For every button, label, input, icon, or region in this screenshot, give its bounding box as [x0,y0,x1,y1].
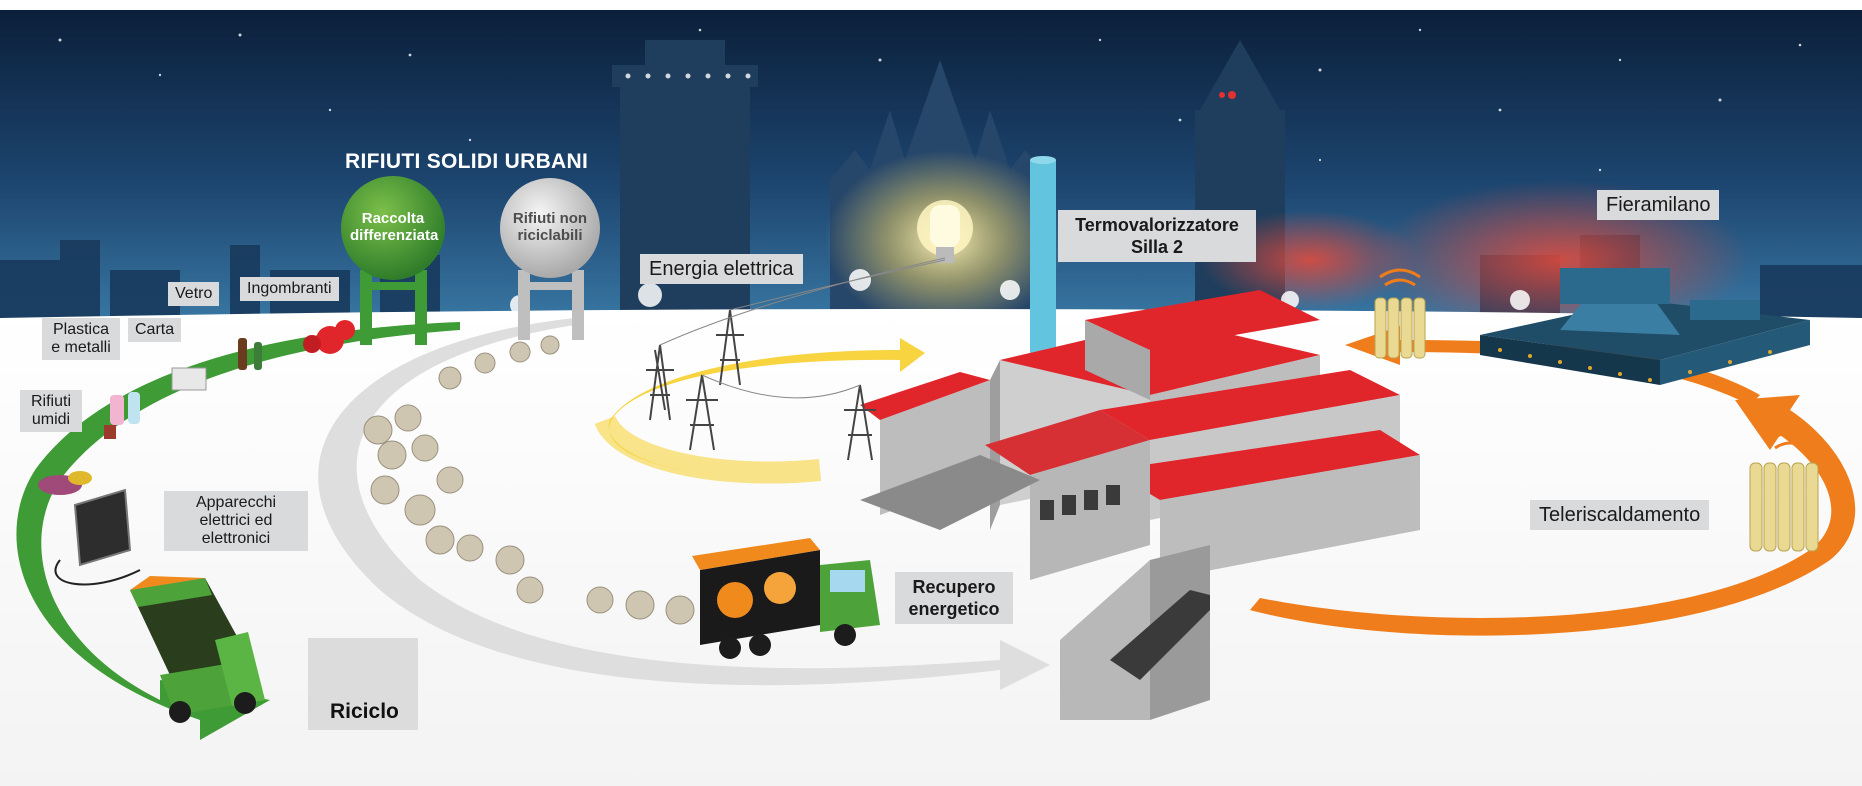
label-carta: Carta [128,318,182,342]
label-apparecchi-elettrici: Apparecchi elettrici ed elettronici [164,491,308,551]
label-teleriscaldamento: Teleriscaldamento [1530,500,1710,530]
radiator-right [1749,462,1819,552]
main-title: RIFIUTI SOLIDI URBANI [345,150,589,173]
castle-tower-silhouette [612,40,758,330]
green-truck [130,576,265,723]
orange-truck [692,538,880,659]
riciclo-box [308,638,418,730]
rifiuti-non-riciclabili-label: Rifiuti non riciclabili [512,210,588,244]
termovalorizzatore-plant [860,290,1420,720]
stars [58,28,1802,172]
plant-chimney [1030,160,1056,355]
label-plastica-metalli: Plastica e metalli [42,318,120,360]
power-pylons [646,257,946,461]
rifiuti-non-riciclabili-tower [500,178,600,340]
orange-flow-arrow [1250,395,1856,636]
monitor-icon [54,488,141,586]
label-fieramilano: Fieramilano [1597,190,1720,220]
recyclable-items [38,320,355,495]
label-riciclo: Riciclo [330,700,399,723]
raccolta-differenziata-label: Raccolta differenziata [350,210,439,244]
label-termovalorizzatore: Termovalorizzatore Silla 2 [1058,210,1256,262]
radiator-top [1374,297,1426,359]
label-energia-elettrica: Energia elettrica [640,254,803,284]
label-recupero-energetico: Recupero energetico [895,572,1013,624]
label-vetro: Vetro [168,282,220,306]
raccolta-differenziata-tower [341,176,445,345]
fieramilano-building [1480,268,1810,385]
yellow-flow-arrow [608,338,925,475]
label-rifiuti-umidi: Rifiuti umidi [20,390,82,432]
label-ingombranti: Ingombranti [240,277,339,301]
waste-bags [363,335,695,625]
